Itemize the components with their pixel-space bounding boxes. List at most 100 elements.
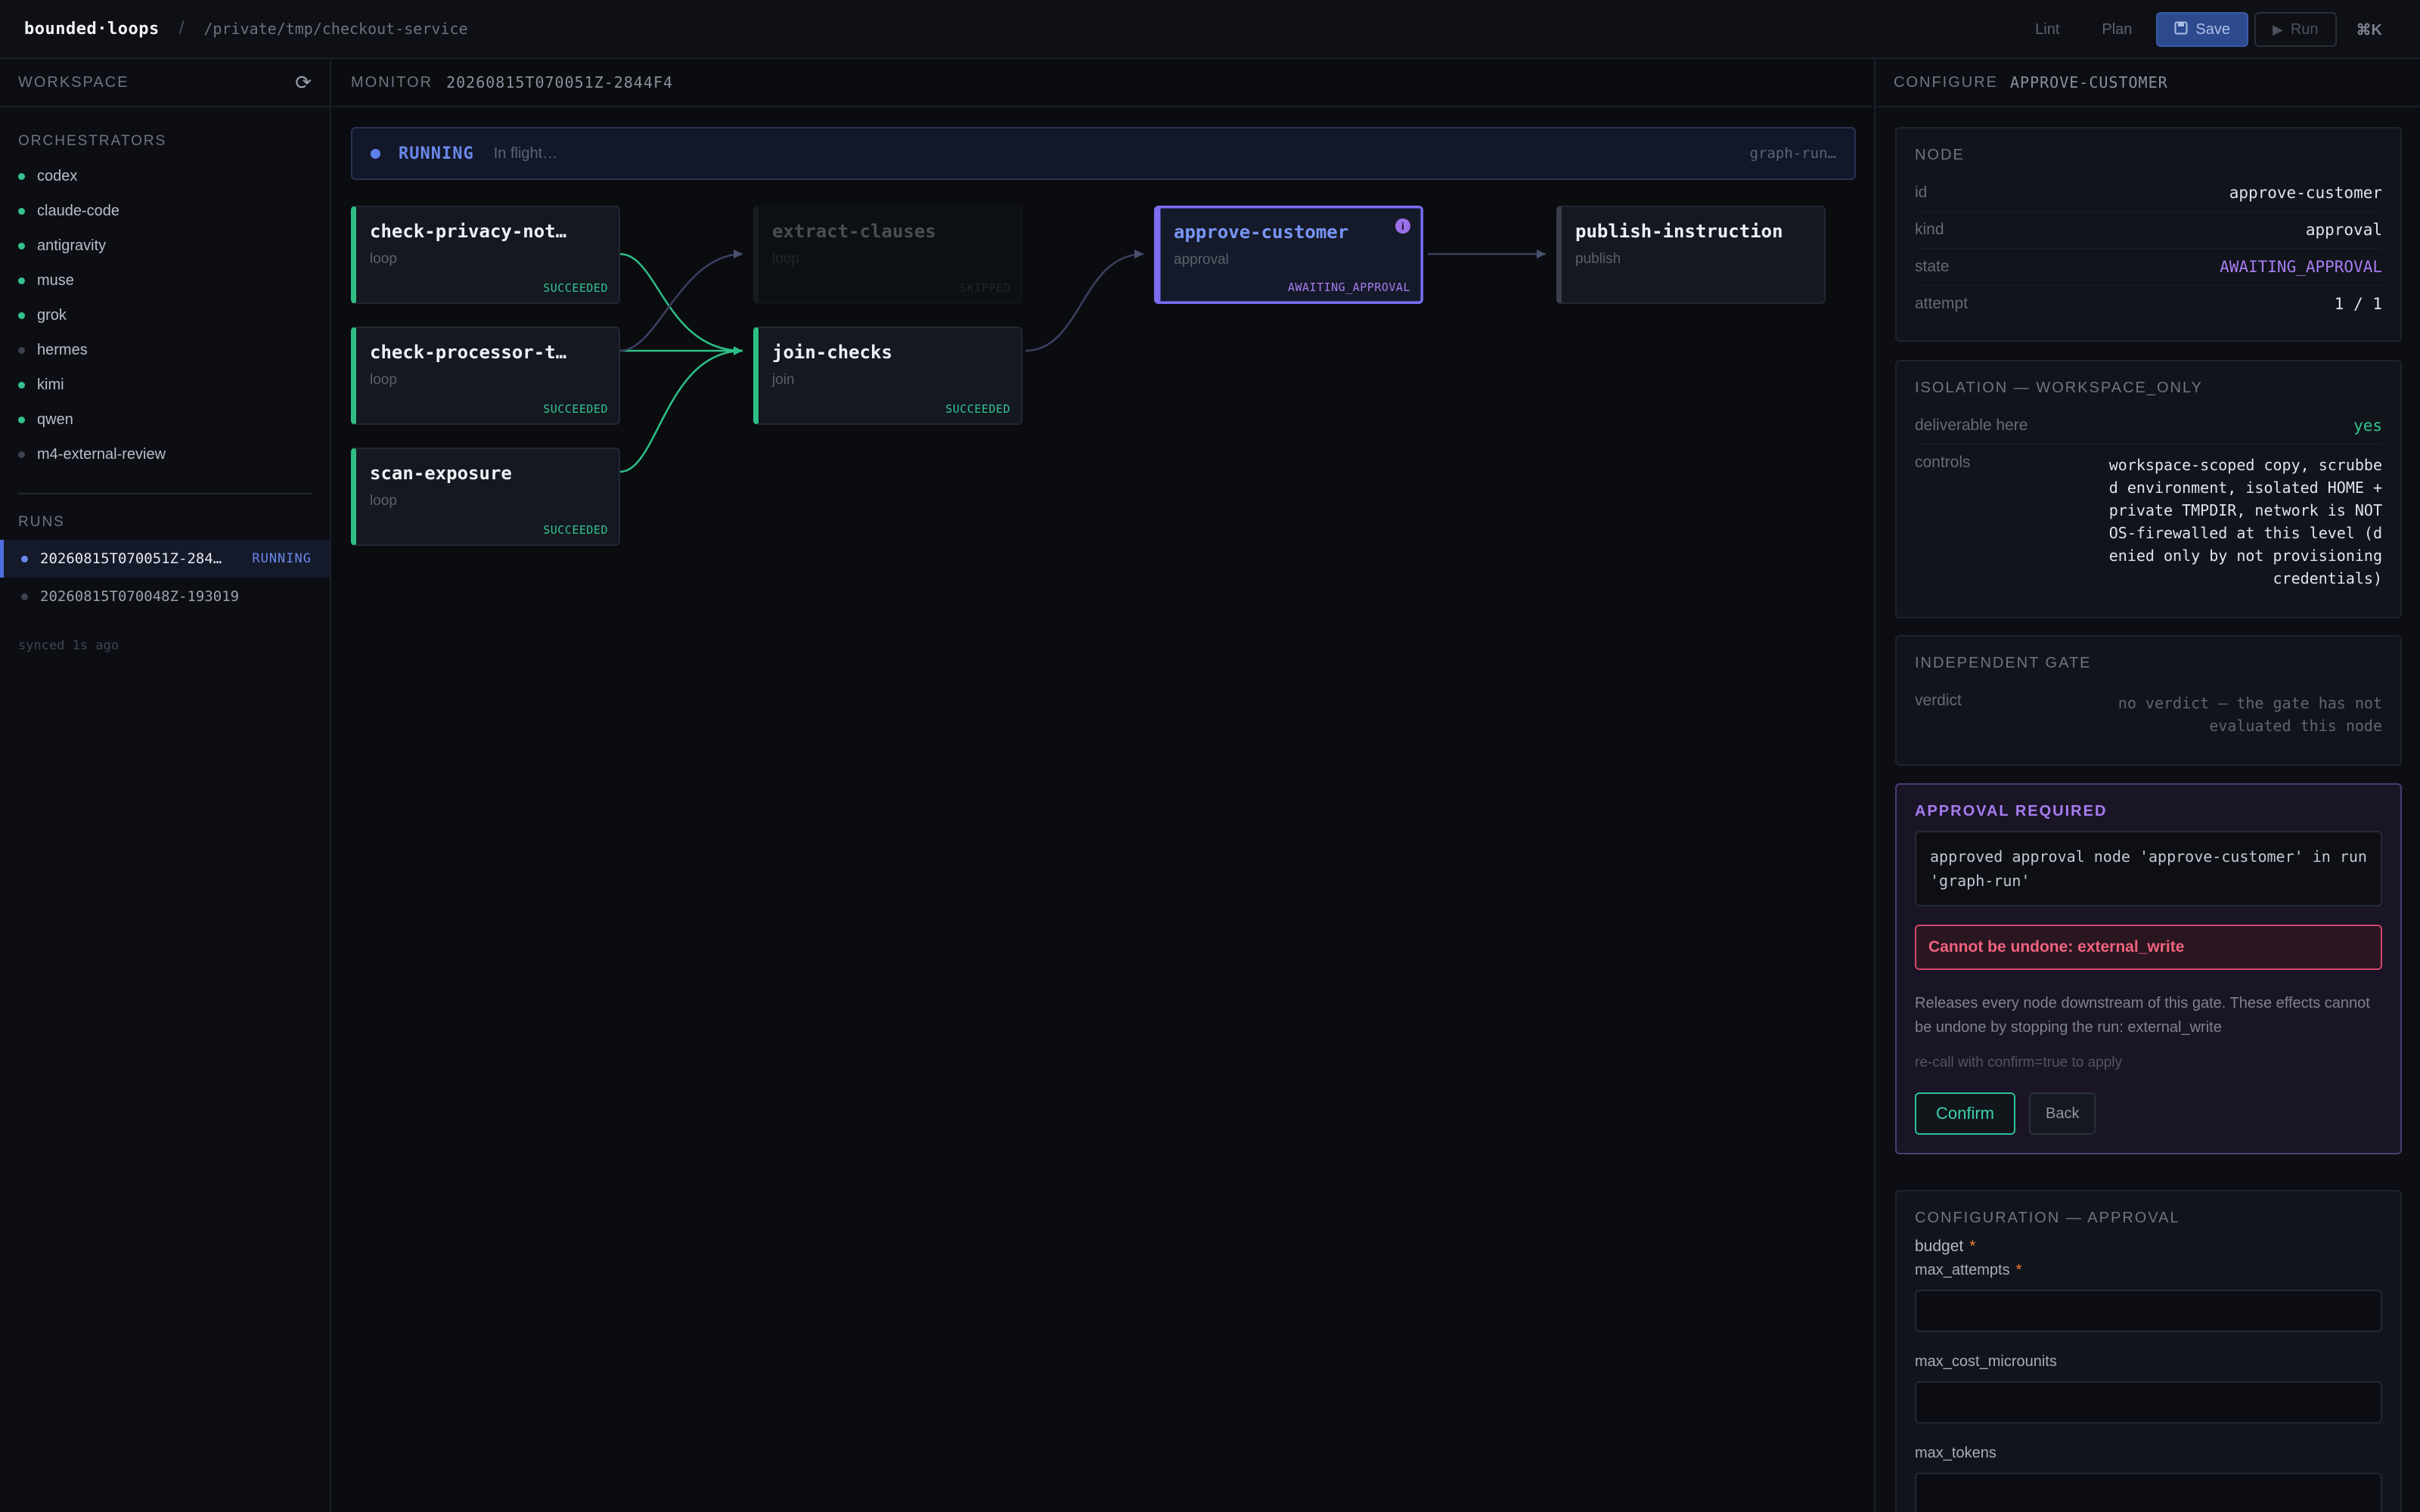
node-state: SKIPPED	[960, 281, 1010, 295]
monitor-header: MONITOR 20260815T070051Z-2844F4	[333, 59, 1872, 107]
run-status-banner: RUNNING In flight… graph-run…	[351, 127, 1856, 180]
graph-edges	[619, 249, 1546, 473]
budget-label-text: budget	[1915, 1238, 1964, 1255]
refresh-icon[interactable]: ⟳	[295, 70, 312, 94]
orchestrator-item[interactable]: m4-external-review	[0, 437, 330, 472]
run-item-active[interactable]: 20260815T070051Z-284… RUNNING	[0, 540, 330, 578]
status-dot-icon	[18, 242, 25, 249]
info-icon: i	[1395, 218, 1410, 234]
controls-row: controls workspace-scoped copy, scrubbed …	[1915, 445, 2382, 599]
status-dot-icon	[18, 451, 25, 458]
approval-description: Releases every node downstream of this g…	[1915, 995, 2370, 1036]
configure-target: APPROVE-CUSTOMER	[2010, 73, 2168, 91]
budget-label: budget*	[1915, 1238, 2382, 1256]
node-name: check-processor-t…	[370, 342, 567, 363]
orchestrator-item[interactable]: grok	[0, 298, 330, 333]
node-state: SUCCEEDED	[543, 523, 608, 537]
plan-button[interactable]: Plan	[2102, 20, 2133, 38]
top-bar: bounded·loops / /private/tmp/checkout-se…	[0, 0, 2420, 59]
orchestrator-name: hermes	[37, 341, 88, 358]
graph-node[interactable]: check-processor-t… loop SUCCEEDED	[351, 327, 620, 425]
node-name: publish-instruction	[1575, 221, 1783, 242]
run-status: RUNNING	[399, 144, 474, 163]
graph-node[interactable]: check-privacy-not… loop SUCCEEDED	[351, 206, 620, 304]
row-value: yes	[2353, 417, 2382, 435]
orchestrator-list: codex claude-code antigravity muse grok …	[0, 159, 330, 472]
approval-actions: Confirm Back	[1915, 1092, 2382, 1135]
node-kind-row: kind approval	[1915, 212, 2382, 249]
node-name: approve-customer	[1174, 222, 1349, 243]
confirm-button[interactable]: Confirm	[1915, 1092, 2016, 1135]
graph-node-selected[interactable]: approve-customer approval AWAITING_APPRO…	[1154, 206, 1423, 304]
run-graph: check-privacy-not… loop SUCCEEDED check-…	[333, 180, 1872, 709]
configuration-card: CONFIGURATION — APPROVAL budget* max_att…	[1895, 1190, 2402, 1512]
workspace-path: /private/tmp/checkout-service	[203, 20, 468, 38]
command-palette-shortcut[interactable]: ⌘K	[2356, 21, 2382, 39]
back-button[interactable]: Back	[2029, 1092, 2096, 1135]
orchestrator-item[interactable]: codex	[0, 159, 330, 194]
graph-node[interactable]: scan-exposure loop SUCCEEDED	[351, 448, 620, 546]
graph-node[interactable]: join-checks join SUCCEEDED	[753, 327, 1022, 425]
row-value: no verdict — the gate has not evaluated …	[2118, 694, 2382, 735]
graph-node[interactable]: extract-clauses loop SKIPPED	[753, 206, 1022, 304]
row-key: state	[1915, 258, 1950, 275]
node-name: extract-clauses	[772, 221, 936, 242]
graph-run-ref[interactable]: graph-run…	[1749, 145, 1836, 162]
orchestrator-name: grok	[37, 306, 67, 324]
node-kind: join	[772, 372, 795, 388]
max-cost-microunits-input[interactable]	[1915, 1381, 2382, 1424]
orchestrator-name: m4-external-review	[37, 445, 166, 463]
row-key: controls	[1915, 454, 1971, 471]
orchestrator-name: claude-code	[37, 202, 119, 219]
node-kind: loop	[370, 251, 397, 267]
floppy-disk-icon	[2174, 21, 2188, 39]
toolbar-actions: Lint Plan Save ▶ Run ⌘K	[2017, 12, 2396, 47]
orchestrator-item[interactable]: claude-code	[0, 194, 330, 228]
node-name: scan-exposure	[370, 463, 512, 484]
node-state: SUCCEEDED	[543, 281, 608, 295]
node-kind: publish	[1575, 251, 1621, 267]
breadcrumb-separator: /	[178, 18, 185, 39]
max-tokens-input[interactable]	[1915, 1473, 2382, 1512]
row-value: workspace-scoped copy, scrubbed environm…	[2108, 456, 2382, 587]
max-attempts-input[interactable]	[1915, 1290, 2382, 1332]
status-dot-icon	[18, 381, 25, 389]
orchestrator-item[interactable]: hermes	[0, 333, 330, 367]
runs-heading: RUNS	[18, 514, 65, 530]
node-state: SUCCEEDED	[543, 402, 608, 416]
node-name: join-checks	[772, 342, 892, 363]
monitor-run-id: 20260815T070051Z-2844F4	[446, 73, 674, 91]
running-dot-icon	[371, 148, 380, 159]
row-value: approval	[2305, 221, 2382, 239]
orchestrator-item[interactable]: muse	[0, 263, 330, 298]
node-id-row: id approve-customer	[1915, 175, 2382, 212]
play-icon: ▶	[2273, 21, 2283, 37]
orchestrator-name: antigravity	[37, 237, 107, 254]
node-kind: loop	[370, 493, 397, 509]
row-value: 1 / 1	[2334, 295, 2382, 313]
run-id: 20260815T070051Z-284…	[40, 550, 222, 567]
monitor-panel: MONITOR 20260815T070051Z-2844F4 RUNNING …	[333, 59, 1872, 1512]
orchestrator-item[interactable]: qwen	[0, 402, 330, 437]
run-button[interactable]: ▶ Run	[2254, 12, 2337, 47]
save-button[interactable]: Save	[2156, 12, 2248, 47]
orchestrator-item[interactable]: antigravity	[0, 228, 330, 263]
sync-status: synced 1s ago	[18, 638, 119, 653]
orchestrator-item[interactable]: kimi	[0, 367, 330, 402]
run-button-label: Run	[2290, 20, 2319, 38]
graph-node[interactable]: publish-instruction publish	[1556, 206, 1826, 304]
row-value: approve-customer	[2229, 184, 2382, 202]
lint-button[interactable]: Lint	[2035, 20, 2060, 38]
run-item[interactable]: 20260815T070048Z-193019	[0, 578, 330, 615]
row-key: kind	[1915, 221, 1944, 238]
status-dot-icon	[18, 277, 25, 284]
node-state: SUCCEEDED	[945, 402, 1010, 416]
row-key: id	[1915, 184, 1928, 201]
approval-hint: re-call with confirm=true to apply	[1915, 1055, 2123, 1070]
status-dot-icon	[18, 416, 25, 423]
app-brand: bounded·loops	[24, 19, 160, 39]
